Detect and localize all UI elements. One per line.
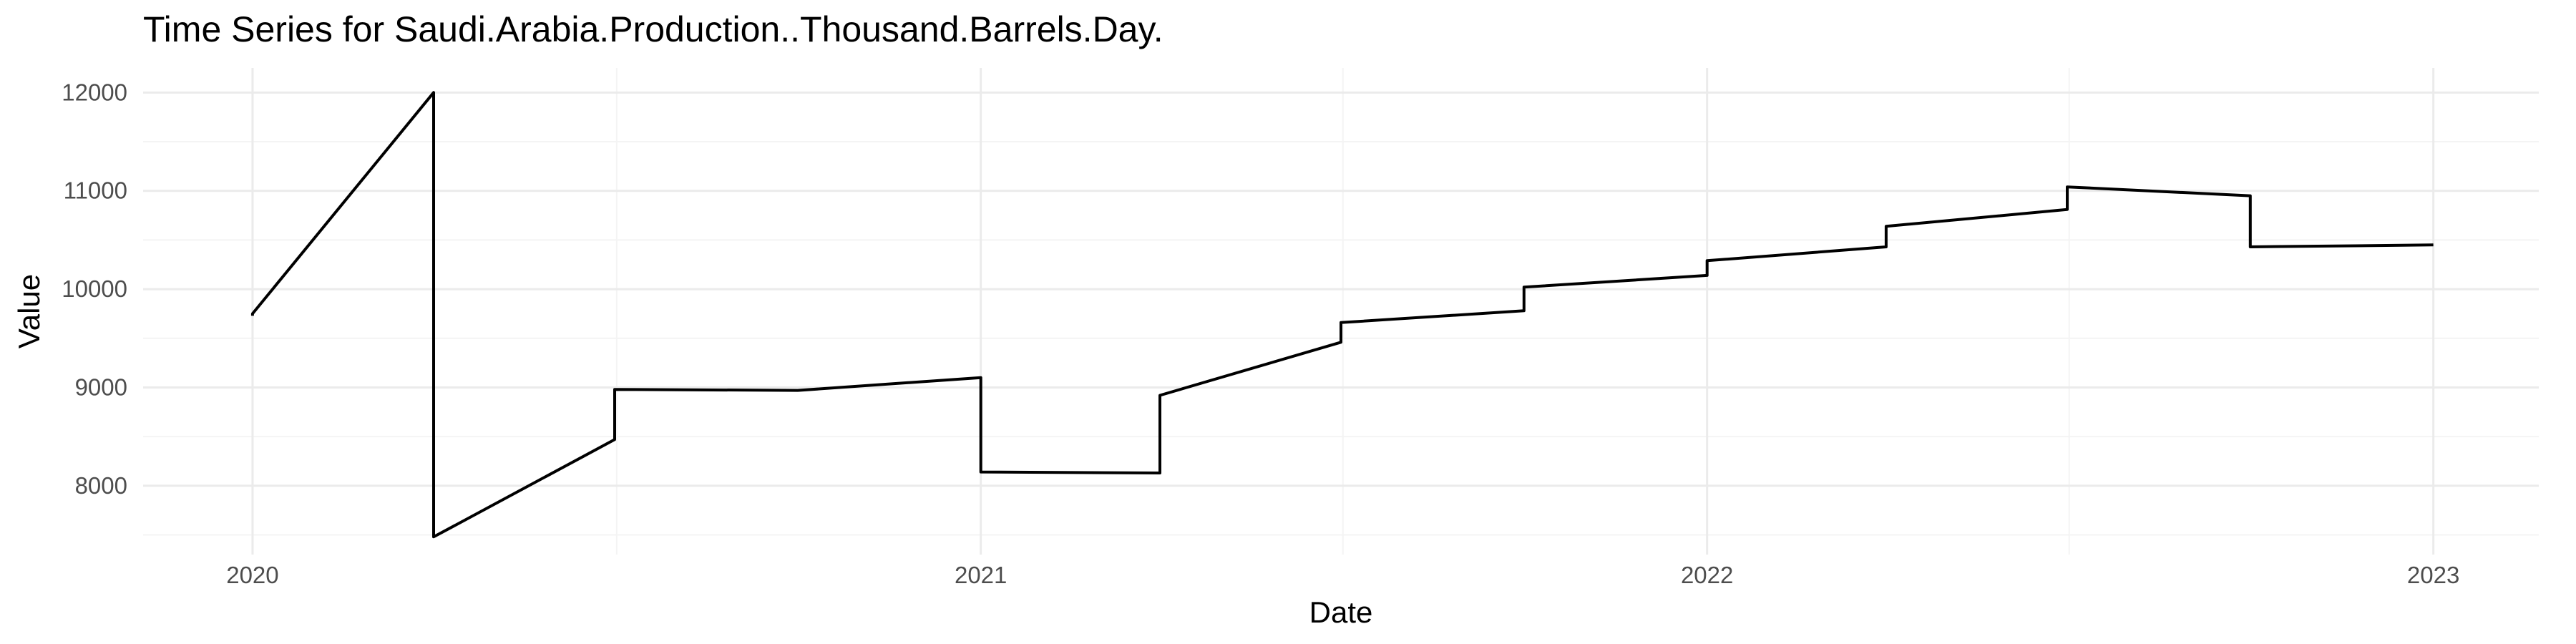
x-tick-label: 2022 <box>1681 562 1733 588</box>
minor-gridlines <box>143 68 2539 555</box>
y-tick-label: 8000 <box>75 472 127 499</box>
x-tick-label: 2023 <box>2407 562 2459 588</box>
series-line <box>250 91 2434 539</box>
y-tick-label: 10000 <box>62 275 127 302</box>
chart-title: Time Series for Saudi.Arabia.Production.… <box>143 9 1163 49</box>
x-tick-label: 2021 <box>955 562 1007 588</box>
major-gridlines <box>143 68 2539 555</box>
y-axis-tick-labels: 8000 9000 10000 11000 12000 <box>62 79 127 498</box>
y-tick-label: 12000 <box>62 79 127 105</box>
y-tick-label: 9000 <box>75 374 127 400</box>
y-axis-title: Value <box>12 274 46 348</box>
x-tick-label: 2020 <box>226 562 278 588</box>
x-axis-title: Date <box>1309 595 1373 629</box>
x-axis-tick-labels: 2020 2021 2022 2023 <box>226 562 2459 588</box>
y-tick-label: 11000 <box>64 177 127 204</box>
